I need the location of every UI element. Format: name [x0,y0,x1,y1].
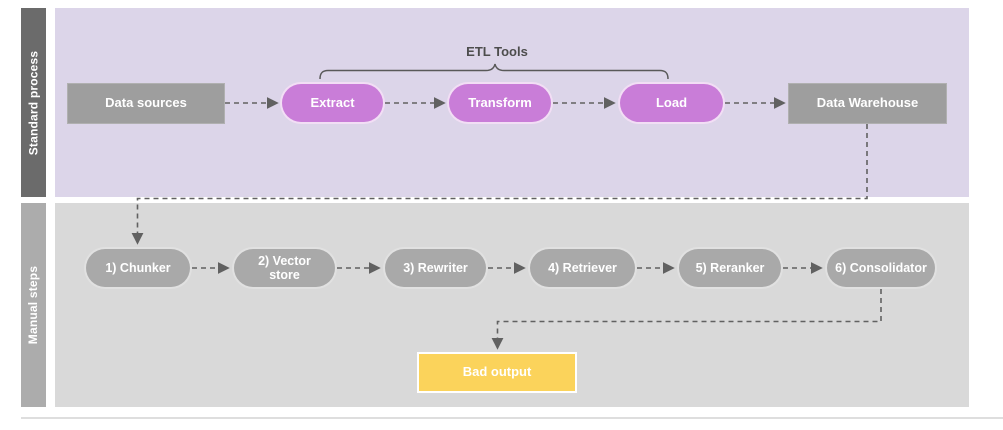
node-transform-label: Transform [468,94,532,110]
node-bad-output: Bad output [417,352,577,393]
node-extract-label: Extract [310,94,355,110]
node-data-sources-label: Data sources [105,95,187,111]
manual-steps-lane-label-text: Manual steps [26,265,41,345]
standard-process-lane-label: Standard process [21,8,46,197]
standard-process-lane-label-text: Standard process [26,50,41,155]
node-consolidator: 6) Consolidator [825,247,937,289]
node-load-label: Load [655,94,688,110]
node-bad-output-label: Bad output [462,364,532,380]
node-transform: Transform [447,82,553,124]
node-data-warehouse-label: Data Warehouse [816,95,919,111]
node-vector-store: 2) Vector store [232,247,337,289]
node-data-sources: Data sources [67,83,225,124]
node-vector-store-label: 2) Vector store [258,253,311,282]
node-retriever-label: 4) Retriever [548,260,617,275]
node-load: Load [618,82,725,124]
manual-steps-lane-label: Manual steps [21,203,46,407]
node-reranker: 5) Reranker [677,247,783,289]
node-retriever: 4) Retriever [528,247,637,289]
node-rewriter-label: 3) Rewriter [403,260,468,275]
node-rewriter: 3) Rewriter [383,247,488,289]
node-reranker-label: 5) Reranker [695,260,765,275]
etl-tools-group-label: ETL Tools [466,44,528,59]
page-bottom-rule [21,417,1003,419]
node-data-warehouse: Data Warehouse [788,83,947,124]
node-consolidator-label: 6) Consolidator [835,260,927,275]
node-chunker: 1) Chunker [84,247,192,289]
node-chunker-label: 1) Chunker [105,260,171,275]
node-extract: Extract [280,82,385,124]
